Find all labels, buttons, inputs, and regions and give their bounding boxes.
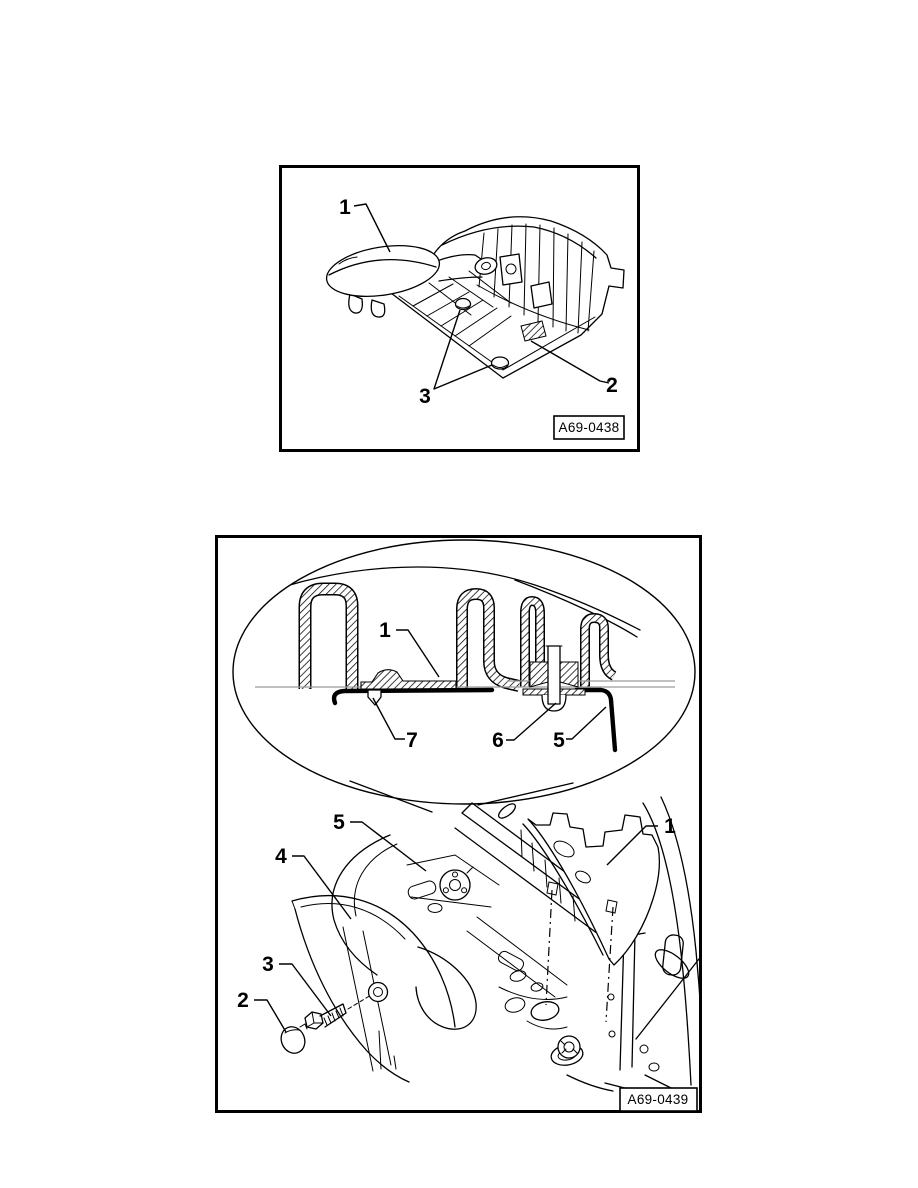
leader-main-1 bbox=[606, 825, 658, 866]
callout-main-1-trim: 1 bbox=[664, 815, 676, 838]
figure-a69-0439: 1 7 6 5 5 4 3 2 1 A69-0439 bbox=[215, 535, 702, 1113]
figure-a69-0438: 1 3 2 A69-0438 bbox=[279, 165, 640, 452]
mounting-grommets bbox=[454, 297, 510, 370]
leader-main-2 bbox=[254, 999, 287, 1033]
trim-cross-section bbox=[360, 669, 457, 690]
cover-cap-drawing bbox=[280, 1023, 308, 1054]
mounting-direction-lines bbox=[545, 889, 614, 1023]
callout-2-lock-area: 2 bbox=[606, 374, 618, 397]
fastener-drawing bbox=[522, 645, 586, 712]
callout-detail-5-edge-trim: 5 bbox=[553, 729, 565, 752]
edge-trim-line-right bbox=[573, 687, 618, 753]
lock-area-hatch bbox=[520, 320, 547, 342]
leader-line-1 bbox=[353, 203, 391, 253]
callout-main-2-cap: 2 bbox=[237, 989, 249, 1012]
handle-drawing bbox=[325, 245, 498, 318]
leader-detail-7 bbox=[372, 697, 405, 740]
callout-1-handle: 1 bbox=[339, 196, 351, 219]
callout-main-3-screw: 3 bbox=[262, 953, 274, 976]
figure-code-box: A69-0438 bbox=[553, 415, 625, 440]
callout-detail-6-fastener: 6 bbox=[492, 729, 504, 752]
rib-sections bbox=[298, 582, 617, 692]
callout-main-4-side-trim: 4 bbox=[275, 845, 287, 868]
bracket-carrier-drawing bbox=[390, 216, 625, 379]
screw-drawing bbox=[304, 981, 389, 1030]
figure-a69-0438-drawing: 1 3 2 A69-0438 bbox=[325, 196, 625, 440]
leader-line-3 bbox=[433, 309, 493, 390]
detail-view-content bbox=[254, 566, 675, 753]
figure-code-label: A69-0439 bbox=[628, 1092, 689, 1107]
body-structure-drawing bbox=[331, 796, 702, 1102]
detail-pointer-lines bbox=[349, 780, 574, 813]
callout-3-mounting-points: 3 bbox=[419, 385, 431, 408]
callout-detail-1-trim: 1 bbox=[379, 619, 391, 642]
leader-line-2 bbox=[530, 340, 610, 384]
figure-code-label: A69-0438 bbox=[559, 420, 620, 435]
leader-detail-1 bbox=[396, 629, 440, 678]
clip-drawing bbox=[367, 689, 382, 706]
figure-code-box: A69-0439 bbox=[619, 1087, 698, 1112]
leader-detail-6 bbox=[506, 702, 557, 741]
leader-detail-5 bbox=[566, 706, 607, 740]
edge-trim-line bbox=[331, 687, 495, 706]
leader-main-4 bbox=[292, 855, 352, 920]
leader-main-5 bbox=[350, 821, 427, 872]
pillar-trim-drawing bbox=[497, 803, 660, 1023]
callout-main-5-edge-trim: 5 bbox=[333, 811, 345, 834]
leader-main-3 bbox=[279, 963, 332, 1017]
detail-view-ellipse bbox=[232, 539, 696, 805]
callout-detail-7-clip: 7 bbox=[406, 729, 418, 752]
figure-a69-0439-drawing: 1 7 6 5 5 4 3 2 1 A69-0439 bbox=[232, 539, 702, 1112]
